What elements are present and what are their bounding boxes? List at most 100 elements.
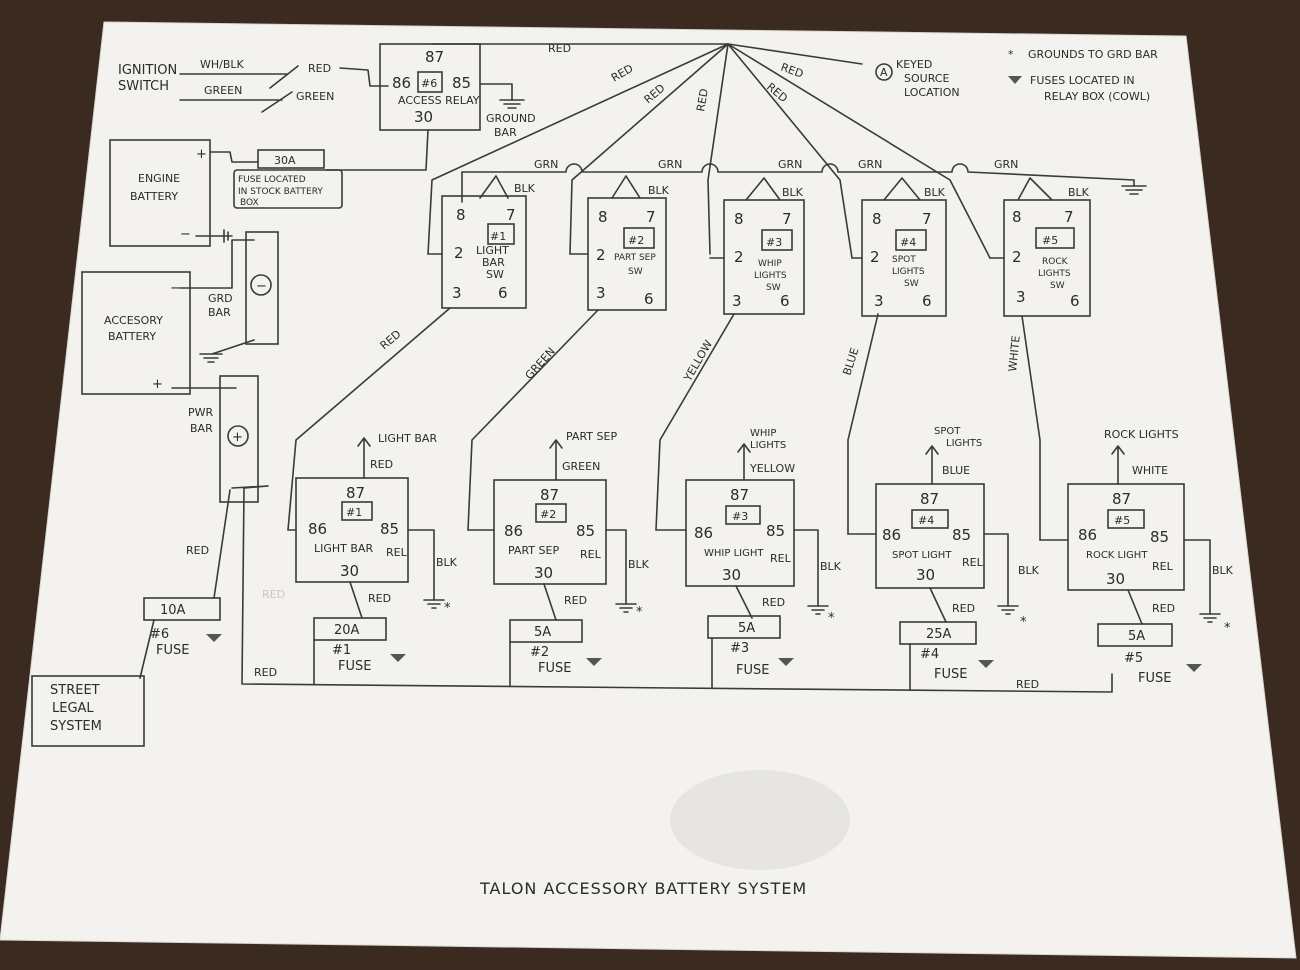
- svg-text:PART SEP: PART SEP: [508, 544, 559, 557]
- svg-text:REL: REL: [770, 552, 792, 565]
- main-fuse: 10A #6 FUSE: [139, 597, 222, 679]
- engine-battery-plus: +: [196, 147, 207, 162]
- svg-text:LIGHT: LIGHT: [476, 244, 509, 257]
- svg-text:7: 7: [782, 210, 792, 228]
- main-wire-red: RED: [186, 544, 209, 557]
- street-line-3: SYSTEM: [50, 719, 102, 734]
- svg-text:2: 2: [596, 246, 606, 264]
- svg-text:8: 8: [1012, 208, 1022, 226]
- ignition-label: IGNITION: [118, 63, 177, 78]
- svg-text:RED: RED: [694, 88, 711, 113]
- svg-text:*: *: [444, 601, 451, 616]
- switch-3-num: #3: [766, 236, 782, 249]
- svg-text:LIGHTS: LIGHTS: [1038, 269, 1071, 279]
- switch-5: GRN BLK 8 7 #5 2 ROCK LIGHTS SW 3 6: [989, 158, 1091, 317]
- relay-5-num: #5: [1114, 514, 1130, 527]
- switch-5-num: #5: [1042, 234, 1058, 247]
- svg-text:ROCK LIGHTS: ROCK LIGHTS: [1104, 428, 1179, 441]
- accessory-battery-minus: −: [170, 281, 181, 296]
- svg-text:WHITE: WHITE: [1006, 335, 1023, 372]
- relay-1-fuse-rating: 20A: [334, 623, 360, 638]
- wire-green-out: GREEN: [296, 90, 334, 103]
- svg-text:85: 85: [380, 520, 399, 538]
- relay-3: WHIP LIGHTS YELLOW 87 #3 86 85 WHIP LIGH…: [655, 428, 842, 689]
- svg-text:GRN: GRN: [858, 158, 882, 171]
- svg-text:BLK: BLK: [1068, 186, 1090, 199]
- engine-fuse-note-2: IN STOCK BATTERY: [238, 187, 323, 197]
- main-fuse-label: FUSE: [156, 643, 189, 658]
- svg-text:BLK: BLK: [820, 560, 842, 573]
- svg-text:RED: RED: [952, 602, 975, 615]
- svg-text:FUSE: FUSE: [338, 659, 371, 674]
- svg-text:SW: SW: [628, 267, 643, 277]
- relay-3-fuse-rating: 5A: [738, 621, 755, 636]
- pwr-bar-label-2: BAR: [190, 422, 213, 435]
- svg-text:LIGHTS: LIGHTS: [946, 438, 982, 449]
- accessory-battery-label: ACCESORY: [104, 314, 163, 327]
- engine-battery-minus: −: [180, 227, 191, 242]
- svg-text:ROCK: ROCK: [1042, 257, 1069, 267]
- relay-4-fuse-rating: 25A: [926, 627, 952, 642]
- wire-red-faint: RED: [262, 588, 285, 601]
- svg-text:GRN: GRN: [658, 158, 682, 171]
- svg-text:#5: #5: [1124, 651, 1143, 666]
- main-fuse-num: #6: [150, 627, 169, 642]
- svg-text:SW: SW: [1050, 281, 1065, 291]
- street-legal-system: STREET LEGAL SYSTEM: [31, 675, 145, 747]
- svg-text:2: 2: [734, 248, 744, 266]
- relay-2: PART SEP GREEN 87 #2 86 85 PART SEP REL …: [467, 430, 650, 687]
- pwr-bar-label: PWR: [188, 406, 214, 419]
- wire-green-in: GREEN: [204, 84, 242, 97]
- relay-2-fuse-rating: 5A: [534, 625, 551, 640]
- svg-text:BLK: BLK: [1018, 564, 1040, 577]
- svg-text:GRN: GRN: [534, 158, 558, 171]
- svg-text:BLK: BLK: [514, 182, 536, 195]
- diagram-title: TALON ACCESSORY BATTERY SYSTEM: [479, 879, 807, 898]
- svg-text:LIGHTS: LIGHTS: [750, 440, 786, 451]
- ignition-switch: IGNITION SWITCH WH/BLK GREEN RED GREEN: [118, 58, 389, 113]
- svg-text:30: 30: [340, 562, 359, 580]
- engine-fuse-rating: 30A: [274, 154, 296, 167]
- svg-text:*: *: [828, 611, 835, 626]
- svg-text:30: 30: [1106, 570, 1125, 588]
- svg-text:BLK: BLK: [1212, 564, 1234, 577]
- street-line-1: STREET: [50, 683, 100, 698]
- access-relay-pin30: 30: [414, 108, 433, 126]
- switch-1: GRN BLK 8 7 #1 2 LIGHT BAR SW 3 6: [427, 158, 558, 309]
- switch-3: GRN BLK 8 7 #3 2 WHIP LIGHTS SW 3 6: [709, 158, 805, 315]
- relay-5: ROCK LIGHTS WHITE 87 #5 86 85 ROCK LIGHT…: [1039, 428, 1234, 686]
- switch-4: GRN BLK 8 7 #4 2 SPOT LIGHTS SW 3 6: [851, 158, 947, 317]
- legend-keyed-3: LOCATION: [904, 86, 960, 99]
- svg-text:RED: RED: [370, 458, 393, 471]
- svg-text:FUSE: FUSE: [1138, 671, 1171, 686]
- svg-text:BLUE: BLUE: [942, 464, 970, 477]
- svg-text:2: 2: [1012, 248, 1022, 266]
- svg-text:3: 3: [874, 292, 884, 310]
- svg-text:8: 8: [734, 210, 744, 228]
- svg-text:3: 3: [596, 284, 606, 302]
- engine-battery-label-2: BATTERY: [130, 190, 178, 203]
- relay-3-num: #3: [732, 510, 748, 523]
- grd-bar-symbol: −: [256, 279, 267, 294]
- svg-text:#4: #4: [920, 647, 939, 662]
- svg-text:#1: #1: [332, 643, 351, 658]
- svg-text:2: 2: [870, 248, 880, 266]
- svg-text:SW: SW: [766, 283, 781, 293]
- svg-text:86: 86: [882, 526, 901, 544]
- main-fuse-triangle-icon: [206, 634, 222, 642]
- svg-text:86: 86: [308, 520, 327, 538]
- svg-text:BLK: BLK: [648, 184, 670, 197]
- accessory-battery-label-2: BATTERY: [108, 330, 156, 343]
- svg-text:GREEN: GREEN: [562, 460, 600, 473]
- switch-2: GRN BLK 8 7 #2 2 PART SEP SW 3 6: [569, 158, 682, 311]
- svg-text:*: *: [636, 605, 643, 620]
- svg-text:REL: REL: [580, 548, 602, 561]
- relay-4-num: #4: [918, 514, 934, 527]
- svg-text:REL: REL: [386, 546, 408, 559]
- svg-text:6: 6: [644, 290, 654, 308]
- svg-text:PART SEP: PART SEP: [566, 430, 617, 443]
- legend-keyed-2: SOURCE: [904, 72, 949, 85]
- svg-text:6: 6: [498, 284, 508, 302]
- ground-bar-label: GROUND: [486, 112, 536, 125]
